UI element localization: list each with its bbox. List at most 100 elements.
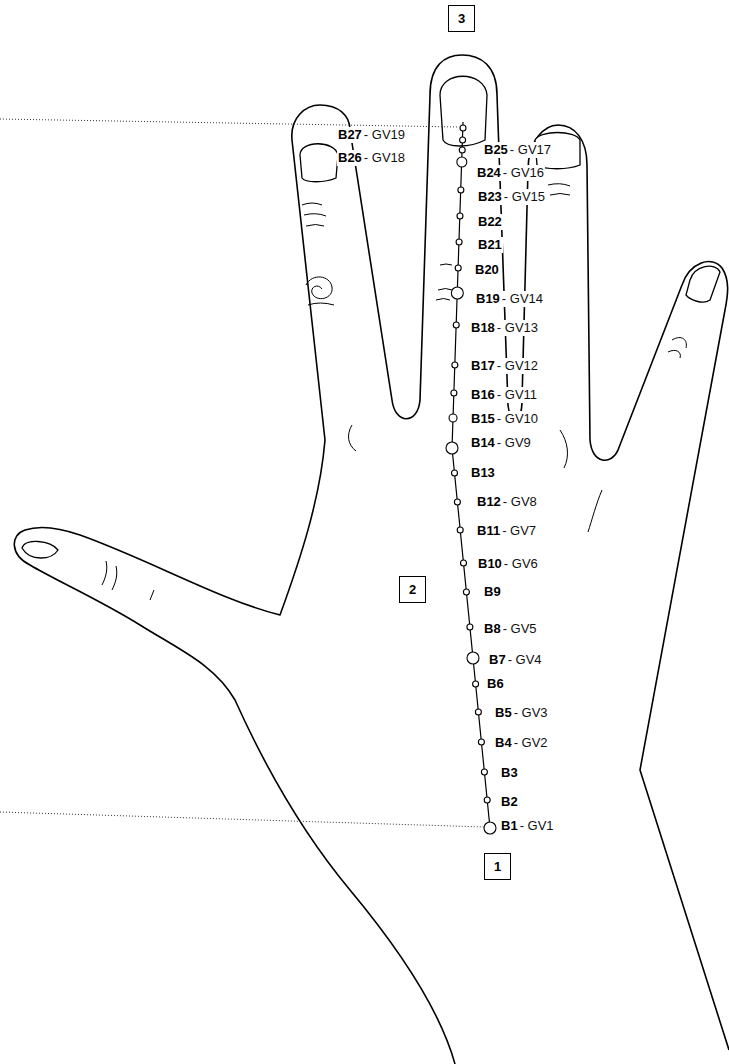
- crease: [102, 561, 107, 585]
- crease: [548, 184, 570, 186]
- point-label: B15: [470, 411, 496, 427]
- acupoint-dot: [460, 137, 466, 143]
- acupoint-dot: [473, 681, 479, 687]
- acupoint-dot: [457, 213, 463, 219]
- meridian-label: - GV11: [496, 387, 538, 403]
- crease: [112, 566, 117, 590]
- acupoint-dot: [456, 239, 462, 245]
- callout-box: 3: [448, 5, 475, 32]
- acupoint-dot: [478, 739, 484, 745]
- point-label: B25: [483, 142, 509, 158]
- acupoint-dot: [467, 624, 473, 630]
- dotted-guide-line: [0, 119, 458, 127]
- point-label: B24: [476, 165, 502, 181]
- point-label: B16: [470, 387, 496, 403]
- crease: [440, 264, 452, 265]
- meridian-label: - GV12: [496, 358, 539, 374]
- acupoint-dot: [454, 499, 460, 505]
- point-label: B13: [470, 465, 496, 481]
- point-label: B26: [337, 150, 363, 166]
- point-label: B27: [337, 127, 363, 143]
- meridian-label: - GV13: [496, 320, 539, 336]
- meridian-label: - GV19: [363, 127, 406, 143]
- point-label: B8: [483, 621, 502, 637]
- point-label: B23: [477, 189, 503, 205]
- callout-box: 2: [399, 576, 426, 603]
- meridian-label: - GV18: [363, 150, 406, 166]
- meridian-label: - GV15: [503, 189, 546, 205]
- acupoint-dot: [481, 769, 487, 775]
- finger-nails: [22, 76, 720, 558]
- crease: [306, 277, 332, 299]
- callout-box: 1: [484, 853, 511, 880]
- crease: [668, 350, 680, 358]
- meridian-label: - GV5: [502, 621, 538, 637]
- meridian-label: - GV8: [502, 494, 538, 510]
- crease: [304, 214, 326, 216]
- point-label: B5: [494, 705, 513, 721]
- skin-creases: [102, 184, 686, 600]
- acupoint-dot: [455, 265, 461, 271]
- acupoint-dot: [457, 157, 467, 167]
- callout-number: 1: [494, 859, 501, 875]
- crease: [588, 490, 602, 532]
- acupoint-dot: [467, 652, 479, 664]
- acupoint-dot: [460, 125, 466, 131]
- nail: [300, 144, 338, 182]
- acupoint-dot: [449, 414, 457, 422]
- nail: [440, 76, 487, 146]
- point-label: B17: [470, 358, 496, 374]
- acupoint-dot: [458, 187, 464, 193]
- crease: [302, 203, 322, 205]
- crease: [672, 338, 686, 348]
- meridian-label: - GV17: [509, 142, 552, 158]
- point-label: B9: [483, 584, 502, 600]
- reference-lines: [0, 119, 485, 827]
- point-label: B7: [488, 652, 507, 668]
- point-label: B1: [500, 818, 519, 834]
- meridian-label: - GV3: [513, 705, 549, 721]
- crease: [436, 299, 450, 301]
- meridian-label: - GV4: [507, 652, 543, 668]
- acupoint-dot: [451, 390, 457, 396]
- acupoint-dot: [452, 362, 458, 368]
- point-label: B14: [470, 435, 496, 451]
- meridian-label: - GV2: [513, 735, 549, 751]
- acupoint-dot: [459, 147, 465, 153]
- point-label: B22: [477, 214, 503, 230]
- acupoint-dot: [463, 589, 469, 595]
- point-label: B11: [476, 523, 501, 539]
- meridian-label: - GV1: [519, 818, 555, 834]
- meridian-label: - GV10: [496, 411, 539, 427]
- acupoint-dot: [484, 822, 496, 834]
- crease: [560, 430, 567, 468]
- nail: [686, 266, 720, 302]
- point-label: B10: [477, 556, 503, 572]
- point-label: B21: [477, 237, 503, 253]
- meridian-label: - GV6: [503, 556, 539, 572]
- acupoint-dot: [451, 287, 463, 299]
- point-label: B3: [500, 765, 519, 781]
- acupoint-dot: [484, 797, 490, 803]
- point-label: B18: [470, 320, 496, 336]
- meridian-label: - GV14: [501, 291, 544, 307]
- dotted-guide-line: [0, 812, 485, 827]
- acupoint-dot: [446, 442, 458, 454]
- acupoint-dot: [452, 470, 458, 476]
- crease: [306, 225, 324, 227]
- acupoint-dot: [475, 709, 481, 715]
- crease: [349, 425, 356, 451]
- crease: [150, 590, 154, 600]
- nail: [22, 541, 58, 558]
- point-label: B19: [475, 291, 501, 307]
- point-label: B6: [486, 676, 505, 692]
- meridian-label: - GV16: [502, 165, 545, 181]
- meridian-label: - GV9: [496, 435, 532, 451]
- crease: [438, 289, 452, 291]
- point-label: B2: [500, 794, 519, 810]
- crease: [550, 194, 570, 196]
- point-label: B12: [476, 494, 502, 510]
- acupoint-dot: [461, 560, 467, 566]
- point-label: B4: [494, 735, 513, 751]
